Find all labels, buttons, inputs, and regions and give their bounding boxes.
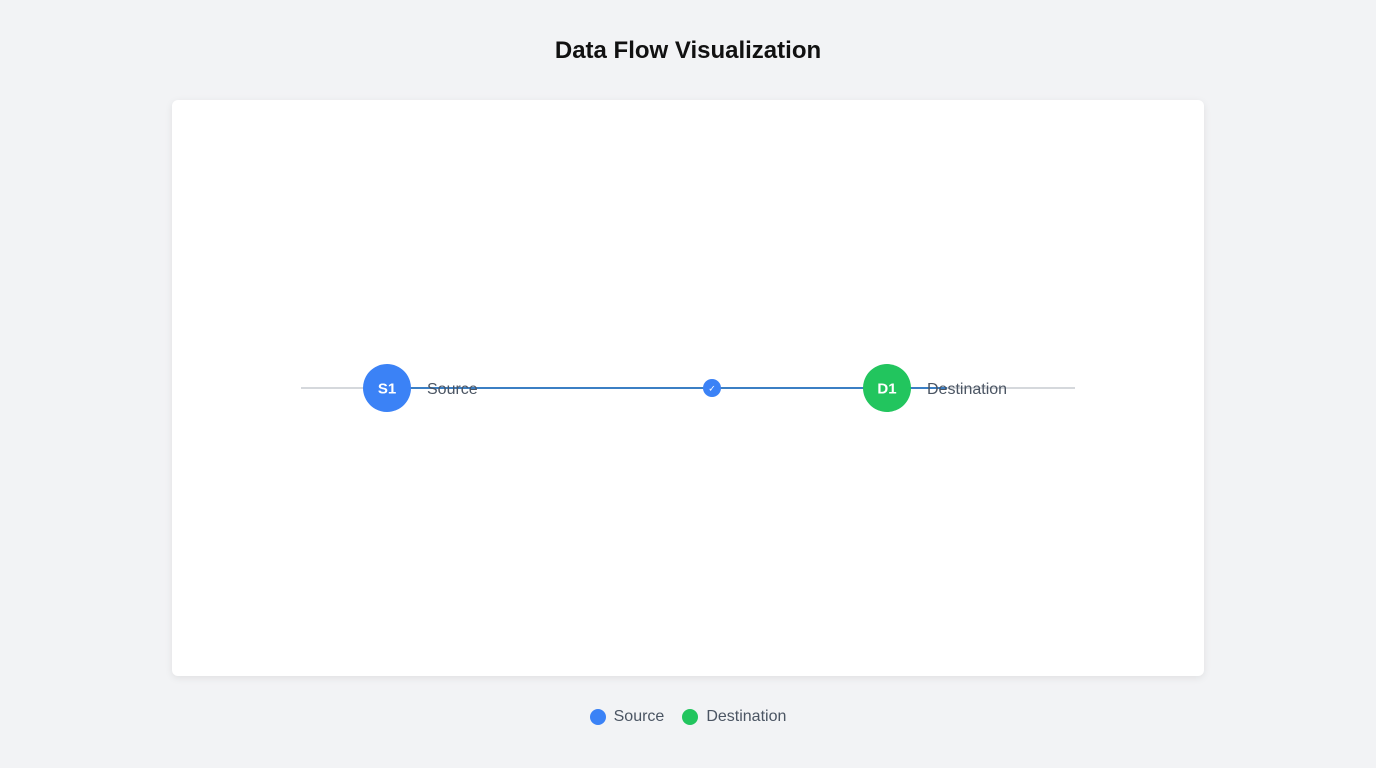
source-node-circle: [363, 364, 411, 412]
legend-label-source: Source: [613, 708, 665, 725]
legend: Source Destination: [0, 708, 1376, 726]
destination-node-circle: [863, 364, 911, 412]
flow-marker[interactable]: ✓: [703, 379, 721, 397]
legend-item-source[interactable]: Source: [589, 708, 665, 726]
flow-canvas: S1 Source ✓ D1 Destination: [172, 100, 1204, 676]
check-icon: ✓: [708, 385, 716, 395]
source-node-label: Source: [427, 381, 478, 398]
page-title: Data Flow Visualization: [554, 37, 822, 64]
legend-item-destination[interactable]: Destination: [682, 708, 786, 726]
source-node-code: S1: [378, 381, 396, 398]
legend-swatch-source: [589, 709, 606, 725]
flow-marker-circle: [703, 379, 721, 397]
destination-node-label: Destination: [927, 381, 1007, 398]
legend-label-destination: Destination: [706, 708, 787, 725]
flow-diagram: S1 Source ✓ D1 Destination: [301, 364, 1075, 412]
legend-swatch-destination: [682, 709, 699, 725]
destination-node[interactable]: D1: [863, 364, 911, 412]
source-node[interactable]: S1: [363, 364, 411, 412]
destination-node-code: D1: [877, 381, 896, 398]
